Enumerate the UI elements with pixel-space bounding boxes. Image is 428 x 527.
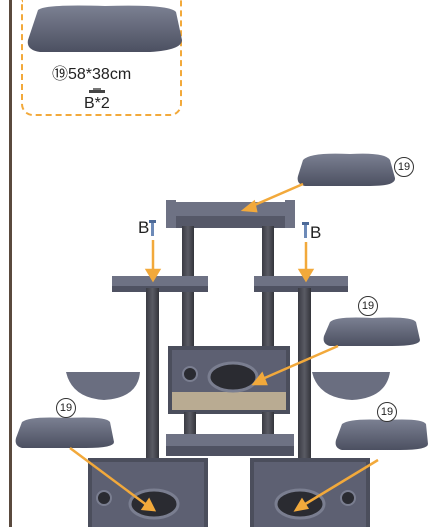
callout-middle-right: 19 — [358, 296, 378, 316]
callout-left-lower: 19 — [56, 398, 76, 418]
lower-platform — [166, 434, 294, 456]
screw-label-right: B — [310, 223, 322, 242]
cushion-left-lower — [15, 417, 115, 448]
legend-cushion-size: ⑲58*38cm — [52, 66, 132, 83]
post-left-tall — [146, 288, 159, 470]
callout-top-right: 19 — [394, 157, 414, 177]
top-platform — [166, 200, 295, 228]
post-center-left-lower — [184, 412, 196, 436]
screw-right — [302, 222, 309, 238]
bottom-right-condo — [250, 458, 370, 527]
assembly-arrows — [69, 182, 379, 512]
bottom-left-condo — [88, 458, 208, 527]
left-side-platform — [112, 276, 208, 292]
post-center-right-lower — [262, 412, 274, 436]
parts-legend-box — [21, 0, 182, 116]
cushion-middle-right — [323, 317, 420, 346]
callout-right-lower: 19 — [377, 402, 397, 422]
screw-left — [149, 220, 156, 236]
middle-condo — [168, 346, 290, 414]
cushion-top-right — [297, 153, 396, 186]
legend-screw-count: B*2 — [84, 95, 110, 112]
hammock-right — [312, 372, 390, 400]
screw-label-left: B — [138, 218, 150, 237]
cushion-right-lower — [335, 419, 428, 450]
post-right-tall — [298, 288, 311, 470]
hammock-left — [66, 372, 140, 400]
legend-screw-icon — [89, 88, 105, 93]
legend-cushion — [27, 5, 182, 52]
left-frame-line — [9, 0, 12, 527]
